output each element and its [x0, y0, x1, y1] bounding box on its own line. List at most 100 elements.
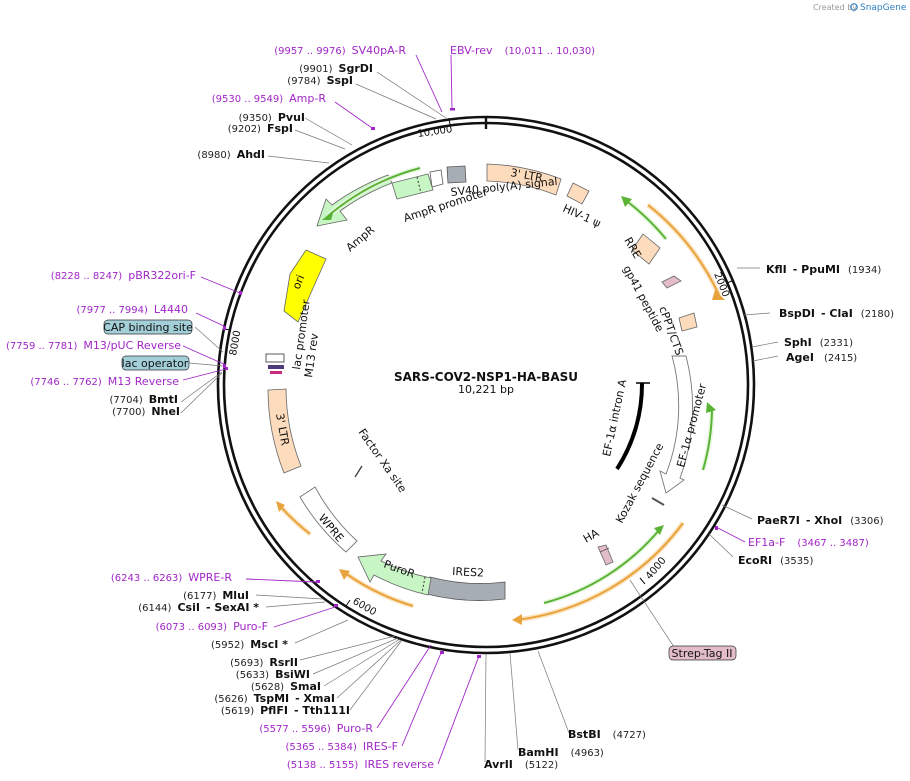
lac-promoter-box[interactable] — [265, 353, 285, 363]
primer-m13-puc-reverse[interactable]: (7759 .. 7781)M13/pUC Reverse — [6, 339, 181, 352]
gp41-feature[interactable] — [661, 275, 682, 289]
orf-right-top-arrowhead — [712, 290, 725, 300]
enzyme-bamhi[interactable]: BamHI(4963) — [518, 746, 604, 759]
enzyme-smai[interactable]: (5628)SmaI — [251, 680, 321, 693]
puror-feature[interactable] — [357, 553, 432, 596]
tick-6000 — [345, 599, 351, 607]
enzyme-csii[interactable]: (6144)CsiI- SexAI * — [138, 601, 259, 614]
enzyme-rsrii[interactable]: (5693)RsrII — [230, 656, 298, 669]
kozak-label: Kozak sequence — [613, 441, 666, 526]
primer-ires-f[interactable]: (5365 .. 5384)IRES-F — [285, 740, 398, 753]
misc-feature-box[interactable] — [429, 169, 444, 188]
primer-puro-f[interactable]: (6073 .. 6093)Puro-F — [156, 620, 268, 633]
enzyme-pvui[interactable]: (9350)PvuI — [239, 111, 305, 124]
enzyme-bspdi[interactable]: BspDI- ClaI(2180) — [779, 307, 894, 320]
cap-binding-site-box[interactable] — [103, 319, 193, 335]
primer-ef1a-f[interactable]: EF1a-F(3467 .. 3487) — [748, 536, 869, 549]
enzyme-msci[interactable]: (5952)MscI * — [211, 638, 288, 651]
enzyme-bsiwi[interactable]: (5633)BsiWI — [236, 668, 310, 681]
tick-label-6000: 6000 — [351, 596, 379, 618]
ha-label: HA — [581, 526, 602, 545]
enzyme-ahdi[interactable]: (8980)AhdI — [197, 148, 265, 161]
ori-label: ori — [290, 273, 308, 291]
lac-operator-mark[interactable] — [268, 365, 284, 369]
ampr-orf-arrowhead — [322, 210, 334, 220]
factor-xa-feature[interactable] — [354, 465, 363, 478]
enzyme-paer7i[interactable]: PaeR7I- XhoI(3306) — [757, 514, 884, 527]
enzyme-pflfi[interactable]: (5619)PflFI- Tth111I — [221, 704, 350, 717]
cap-binding-site-label: CAP binding site — [103, 321, 193, 334]
enzyme-sphi[interactable]: SphI(2331) — [784, 336, 853, 349]
enzyme-sgrdi[interactable]: (9901)SgrDI — [299, 62, 373, 75]
gp41-label: gp41 peptide — [620, 263, 666, 334]
primer-sv40pa-r[interactable]: (9957 .. 9976)SV40pA-R — [274, 44, 406, 57]
ef1a-intron-label: EF-1α intron A — [600, 378, 629, 458]
primer-l4440[interactable]: (7977 .. 7994)L4440 — [76, 303, 188, 316]
amp-promoter-boundary — [416, 176, 422, 194]
primer-puro-r[interactable]: (5577 .. 5596)Puro-R — [259, 722, 373, 735]
cppt-feature[interactable] — [678, 312, 698, 332]
ori-feature[interactable] — [283, 249, 327, 323]
amp-promoter-feature[interactable] — [391, 173, 434, 200]
ef1a-intron-feature[interactable] — [615, 382, 645, 471]
primer-ires-reverse[interactable]: (5138 .. 5155)IRES reverse — [287, 758, 434, 771]
ltr-left-label: 3' LTR — [273, 412, 292, 447]
enzyme-mlui[interactable]: (6177)MluI — [183, 589, 249, 602]
factor-xa-label: Factor Xa site — [356, 426, 410, 495]
orf-green-upper-arrowhead — [621, 196, 632, 207]
ampr-label: AmpR — [344, 223, 378, 254]
primer-markers — [223, 108, 718, 658]
primer-amp-r[interactable]: (9530 .. 9549)Amp-R — [212, 92, 327, 105]
primer-leaders — [182, 54, 746, 765]
orf-left-bottom-arrowhead — [339, 569, 350, 580]
primer-ebv-rev[interactable]: EBV-rev(10,011 .. 10,030) — [450, 44, 595, 57]
ef1a-promoter-feature[interactable] — [659, 355, 693, 494]
enzyme-bstbi[interactable]: BstBI(4727) — [568, 728, 646, 741]
orf-left-small[interactable] — [279, 505, 311, 535]
plasmid-size: 10,221 bp — [458, 383, 514, 396]
ampr-orf-arc[interactable] — [327, 167, 421, 217]
orf-right-top[interactable] — [647, 204, 720, 296]
m13-rev-label: M13 rev — [302, 332, 321, 378]
enzyme-avrii[interactable]: AvrII(5122) — [484, 758, 558, 771]
lac-operator-label: lac operator — [122, 357, 189, 370]
strep-tag-ii-box[interactable] — [668, 645, 737, 661]
strep-tag-ii-label: Strep-Tag II — [672, 647, 733, 660]
orf-green-bottom-arrowhead — [654, 525, 664, 535]
ltr-top-feature[interactable] — [486, 163, 562, 196]
wpre-feature[interactable] — [299, 486, 358, 553]
enzyme-kfli[interactable]: KflI- PpuMI(1934) — [766, 263, 881, 276]
orf-bottom-right-arrowhead — [512, 614, 522, 625]
ires2-label: IRES2 — [452, 565, 484, 580]
primer-m13-reverse[interactable]: (7746 .. 7762)M13 Reverse — [30, 375, 179, 388]
enzyme-fspi[interactable]: (9202)FspI — [228, 122, 293, 135]
orf-green-bottom[interactable] — [543, 528, 661, 604]
tick-10000 — [448, 117, 451, 126]
ha-feature[interactable] — [597, 544, 614, 566]
ires2-feature[interactable] — [426, 576, 506, 601]
hiv-psi-feature[interactable] — [566, 182, 590, 205]
m13-rev-mark[interactable] — [270, 371, 282, 374]
orf-green-right-arrowhead — [706, 402, 716, 413]
enzyme-agei[interactable]: AgeI(2415) — [786, 351, 857, 364]
enzyme-leaders — [180, 71, 779, 763]
enzyme-nhei[interactable]: (7700)NheI — [112, 405, 180, 418]
primer-wpre-r[interactable]: (6243 .. 6263)WPRE-R — [111, 571, 232, 584]
orf-bottom-right[interactable] — [515, 522, 684, 621]
lac-operator-box[interactable] — [121, 355, 190, 371]
enzyme-ecori[interactable]: EcoRI(3535) — [738, 554, 814, 567]
enzyme-bmti[interactable]: (7704)BmtI — [110, 393, 178, 406]
kozak-feature[interactable] — [651, 497, 665, 506]
puror-boundary — [421, 576, 426, 594]
enzyme-tspmi[interactable]: (5626)TspMI- XmaI — [214, 692, 335, 705]
plasmid-name: SARS-COV2-NSP1-HA-BASU — [394, 370, 578, 384]
enzyme-sspi[interactable]: (9784)SspI — [287, 74, 353, 87]
rre-feature[interactable] — [631, 233, 661, 265]
orf-left-bottom[interactable] — [344, 572, 414, 607]
sv40-polya-feature[interactable] — [446, 165, 467, 184]
primer-pbr322ori-f[interactable]: (8228 .. 8247)pBR322ori-F — [51, 269, 196, 282]
tick-4000 — [639, 577, 646, 585]
ltr-top-label: 3' LTR — [509, 166, 544, 185]
ltr-left-feature[interactable] — [267, 388, 302, 474]
